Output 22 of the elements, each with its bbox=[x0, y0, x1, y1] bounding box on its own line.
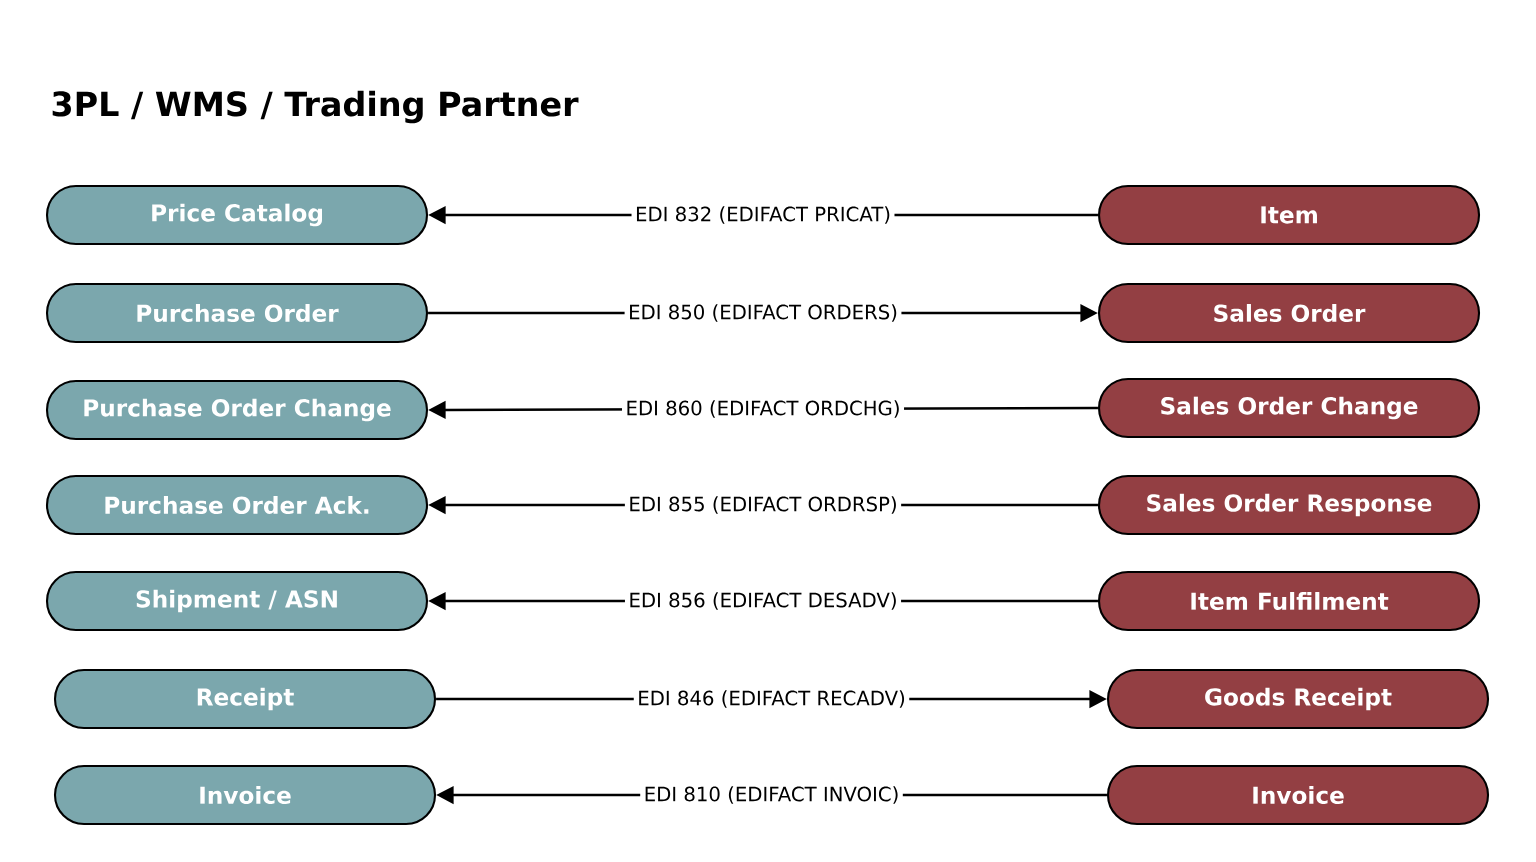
rounded-box: Shipment / ASN bbox=[45, 570, 429, 632]
rounded-box: Item Fulfilment bbox=[1097, 570, 1481, 632]
edge-label: EDI 856 (EDIFACT DESADV) bbox=[624, 588, 902, 614]
rounded-box: Invoice bbox=[1106, 764, 1490, 826]
rounded-box: Price Catalog bbox=[45, 184, 429, 246]
rounded-box: Purchase Order Ack. bbox=[45, 474, 429, 536]
rounded-box: Sales Order Response bbox=[1097, 474, 1481, 536]
rounded-box: Purchase Order bbox=[45, 282, 429, 344]
title: 3PL / WMS / Trading Partner bbox=[52, 90, 579, 124]
edge-label: EDI 850 (EDIFACT ORDERS) bbox=[624, 300, 902, 326]
rounded-box: Sales Order bbox=[1097, 282, 1481, 344]
edge-label: EDI 810 (EDIFACT INVOIC) bbox=[640, 782, 903, 808]
rounded-box: Item bbox=[1097, 184, 1481, 246]
rounded-box: Goods Receipt bbox=[1106, 668, 1490, 730]
rounded-box: Invoice bbox=[53, 764, 437, 826]
edge-label: EDI 846 (EDIFACT RECADV) bbox=[633, 686, 910, 712]
edge-label: EDI 860 (EDIFACT ORDCHG) bbox=[622, 396, 904, 422]
rounded-box: Sales Order Change bbox=[1097, 377, 1481, 439]
rounded-box: Receipt bbox=[53, 668, 437, 730]
rounded-box: Purchase Order Change bbox=[45, 379, 429, 441]
edge-label: EDI 855 (EDIFACT ORDRSP) bbox=[624, 492, 902, 518]
edge-label: EDI 832 (EDIFACT PRICAT) bbox=[631, 202, 895, 228]
